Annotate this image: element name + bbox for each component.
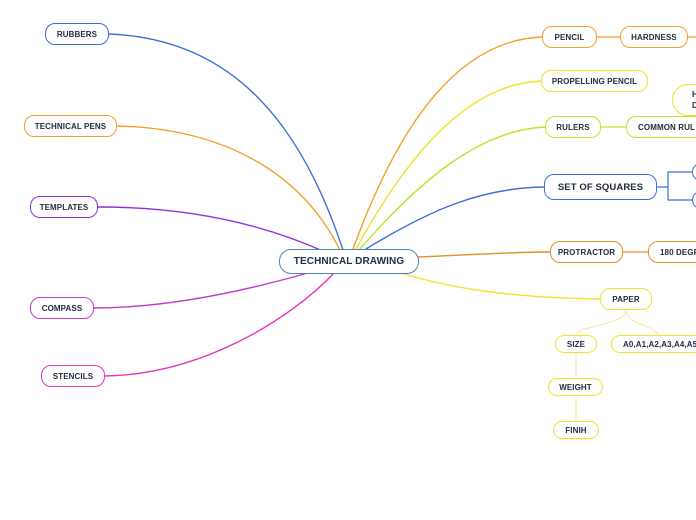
central-node[interactable]: TECHNICAL DRAWING [279,249,419,274]
branch-paper [397,271,601,300]
branch-set-of-squares [365,186,545,250]
node-rulers[interactable]: RULERS [545,116,601,138]
node-stencils[interactable]: STENCILS [41,365,105,387]
node-paper-sizes[interactable]: A0,A1,A2,A3,A4,A5 [611,335,696,353]
node-protractor[interactable]: PROTRACTOR [550,241,623,263]
node-propelling-pencil[interactable]: PROPELLING PENCIL [541,70,648,92]
node-set-of-squares[interactable]: SET OF SQUARES [544,174,657,200]
branch-technical-pens [115,125,341,251]
node-technical-pens[interactable]: TECHNICAL PENS [24,115,117,137]
connector-paper-sizes [625,309,659,336]
connector-squares-bracket [656,171,696,201]
node-compass[interactable]: COMPASS [30,297,94,319]
node-weight[interactable]: WEIGHT [548,378,603,396]
partial-top-line-2: D [692,101,696,110]
node-size[interactable]: SIZE [555,335,597,353]
node-finish[interactable]: FINIH [553,421,599,439]
branch-protractor [417,251,551,258]
connector-paper-size [575,309,627,336]
node-rubbers[interactable]: RUBBERS [45,23,109,45]
node-paper[interactable]: PAPER [600,288,652,310]
branch-templates [97,206,326,253]
node-common-rulers[interactable]: COMMON RUL [626,116,696,138]
node-partial-top[interactable]: H D [672,84,696,116]
branch-stencils [103,271,336,377]
branch-pencil [352,36,543,250]
branch-rulers [359,126,546,250]
node-templates[interactable]: TEMPLATES [30,196,98,218]
partial-top-line-1: H [692,90,696,99]
branch-rubbers [107,33,344,251]
node-180-degrees[interactable]: 180 DEGR [648,241,696,263]
branch-propelling-pencil [355,80,542,250]
node-pencil[interactable]: PENCIL [542,26,597,48]
node-hardness[interactable]: HARDNESS [620,26,688,48]
branch-compass [92,269,319,309]
